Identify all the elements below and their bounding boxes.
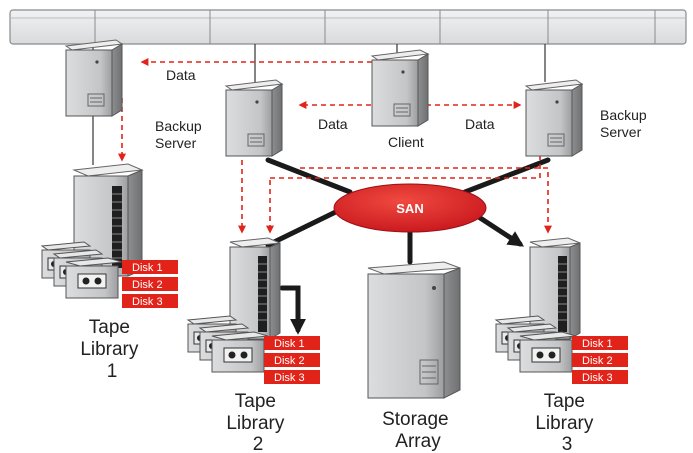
backup-server-left-top [64,39,124,117]
disk-label: Disk 1 [274,338,305,350]
disk-stack-2: Disk 1 Disk 2 Disk 3 [264,336,320,384]
tape-library-2-line: Tape [235,391,276,412]
backup-server-right-label: Backup Server [600,107,651,140]
backup-server-left-label: Backup Server [155,118,206,151]
san-cloud: SAN [333,183,487,233]
disk-label: Disk 2 [132,279,163,291]
tape-library-1-label: Tape Library 1 [80,317,143,382]
data-label-left: Data [318,116,348,132]
storage-array-line: Array [395,431,441,452]
tape-library-2-icon [229,237,281,340]
backup-server-right-line: Backup [600,107,647,123]
backup-server-right-line: Server [600,124,642,140]
tape-library-3-label: Tape Library 3 [535,391,598,453]
storage-array-line: Storage [382,409,449,430]
storage-array-label: Storage Array [382,409,454,452]
tape-library-2-label: Tape Library 2 [226,391,289,453]
tape-library-3-line: Library [535,413,594,434]
tape-library-1-line: Tape [89,317,130,338]
data-label-top: Data [166,67,196,83]
network-bus [9,9,687,45]
tape-library-2-line: 2 [253,434,264,453]
tape-drives-3-icon [494,315,577,373]
client-label: Client [388,134,424,150]
disk-label: Disk 3 [132,296,163,308]
disk-stack-1: Disk 1 Disk 2 Disk 3 [122,260,178,308]
tape-drives-2-icon [186,315,269,373]
tape-library-3-line: Tape [544,391,585,412]
disk-label: Disk 1 [132,262,163,274]
backup-server-right [524,79,584,157]
data-label-right: Data [465,116,495,132]
tape-drives-1-icon [40,241,123,299]
storage-array-icon [367,261,461,399]
server-middle-left [224,79,284,157]
san-label: SAN [396,201,423,216]
disk-label: Disk 2 [582,355,613,367]
tape-library-1-line: 1 [107,361,118,382]
disk-label: Disk 3 [274,372,305,384]
backup-server-left-line: Backup [155,118,202,134]
disk-label: Disk 1 [582,338,613,350]
disk-stack-3: Disk 1 Disk 2 Disk 3 [572,336,628,384]
tape-library-3-line: 3 [562,434,573,453]
client-server [370,49,430,127]
tape-library-2-line: Library [226,413,285,434]
tape-library-1-line: Library [80,339,139,360]
disk-label: Disk 3 [582,372,613,384]
disk-label: Disk 2 [274,355,305,367]
data-paths [118,58,552,234]
backup-server-left-line: Server [155,135,197,151]
